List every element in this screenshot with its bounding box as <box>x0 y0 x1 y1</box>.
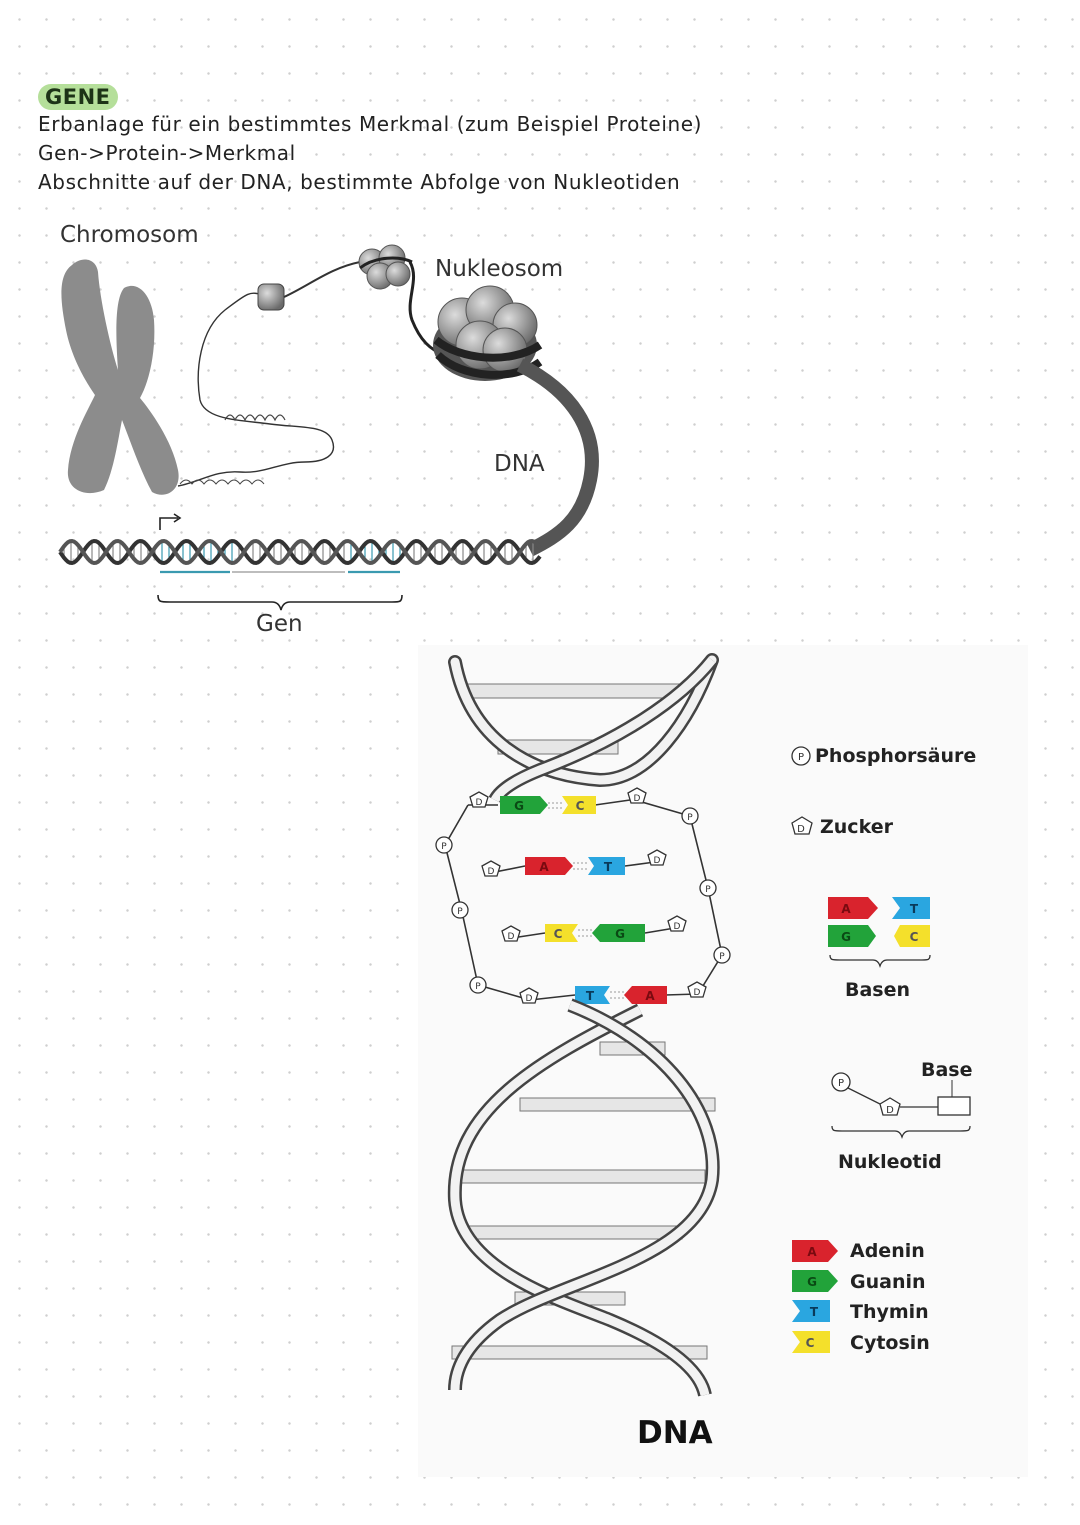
nucleosome-label: Nukleosom <box>435 256 563 282</box>
phosphate-icon <box>791 746 811 766</box>
svg-text:Guanin: Guanin <box>850 1271 926 1293</box>
svg-text:D: D <box>488 867 495 877</box>
small-nucleosome <box>257 283 285 311</box>
svg-text:T: T <box>586 989 595 1003</box>
dna-label: DNA <box>494 451 545 477</box>
svg-text:G: G <box>615 927 625 941</box>
dna-structure-figure: G C A T C G T A <box>418 645 1028 1477</box>
chromosome-diagram: Chromosom Nukleosom <box>58 222 599 637</box>
sugar-icon <box>791 816 813 835</box>
svg-text:T: T <box>604 860 613 874</box>
svg-text:P: P <box>838 1078 844 1089</box>
svg-text:Cytosin: Cytosin <box>850 1332 930 1354</box>
start-arrow <box>159 517 178 530</box>
section-tag: GENE <box>38 84 118 110</box>
dna-double-helix <box>58 538 542 566</box>
svg-text:C: C <box>806 1336 815 1350</box>
svg-text:G: G <box>807 1275 817 1289</box>
svg-text:G: G <box>841 930 851 944</box>
svg-text:D: D <box>797 824 805 835</box>
legend-base-names: A Adenin G Guanin T Thymin C Cytosin <box>792 1240 930 1354</box>
definition-line: Erbanlage für ein bestimmtes Merkmal (zu… <box>38 112 703 136</box>
svg-text:Basen: Basen <box>845 979 910 1001</box>
gene-label: Gen <box>256 611 303 637</box>
thick-dna-segment <box>516 358 599 557</box>
linker-dna <box>283 261 361 298</box>
svg-text:P: P <box>441 842 447 852</box>
helix-top <box>448 653 719 804</box>
large-nucleosome <box>433 285 543 381</box>
svg-text:D: D <box>508 932 515 942</box>
legend-sugar: D Zucker <box>791 816 894 838</box>
svg-text:D: D <box>634 794 641 804</box>
svg-text:D: D <box>526 994 533 1004</box>
dna-coil-upper <box>224 414 286 422</box>
svg-text:Phosphorsäure: Phosphorsäure <box>815 745 976 767</box>
helix-strand <box>58 538 542 566</box>
dna-thread <box>177 292 335 487</box>
svg-text:P: P <box>719 952 725 962</box>
svg-text:T: T <box>810 1305 819 1319</box>
svg-text:D: D <box>674 922 681 932</box>
svg-text:D: D <box>476 798 483 808</box>
svg-text:P: P <box>457 907 463 917</box>
svg-text:A: A <box>807 1245 817 1259</box>
description-line: Abschnitte auf der DNA, bestimmte Abfolg… <box>38 170 681 194</box>
gene-bracket <box>157 594 403 611</box>
chromosome-label: Chromosom <box>60 222 199 248</box>
flow-line: Gen->Protein->Merkmal <box>38 141 296 165</box>
dna-title: DNA <box>637 1415 713 1451</box>
svg-text:Zucker: Zucker <box>820 816 894 838</box>
dna-coil-lower <box>179 479 265 485</box>
svg-text:P: P <box>798 752 804 763</box>
svg-text:P: P <box>475 982 481 992</box>
svg-text:C: C <box>576 799 585 813</box>
svg-text:D: D <box>886 1105 894 1116</box>
svg-text:Nukleotid: Nukleotid <box>838 1151 942 1173</box>
helix-strand <box>58 538 542 566</box>
svg-text:P: P <box>705 885 711 895</box>
svg-text:Thymin: Thymin <box>850 1301 929 1323</box>
legend-bases: A T G C Basen <box>828 897 931 1001</box>
svg-text:C: C <box>554 927 563 941</box>
svg-text:C: C <box>910 930 919 944</box>
svg-text:A: A <box>841 902 851 916</box>
notes-header: GENE Erbanlage für ein bestimmtes Merkma… <box>38 84 1038 197</box>
helix-bottom <box>447 998 720 1397</box>
svg-text:G: G <box>514 799 524 813</box>
svg-text:Base: Base <box>921 1059 973 1081</box>
legend-nucleotide: Base P D Nukleotid <box>831 1059 973 1173</box>
linker-dna-2 <box>408 261 446 357</box>
svg-text:T: T <box>910 902 919 916</box>
legend-phosphate: P Phosphorsäure <box>791 745 976 767</box>
svg-text:A: A <box>539 860 549 874</box>
svg-text:A: A <box>645 989 655 1003</box>
unwound-ladder: G C A T C G T A <box>435 787 731 1004</box>
chromosome-shape <box>61 259 179 495</box>
medium-nucleosome <box>358 244 413 290</box>
svg-text:Adenin: Adenin <box>850 1240 925 1262</box>
svg-text:D: D <box>654 856 661 866</box>
svg-text:P: P <box>687 813 693 823</box>
svg-text:D: D <box>694 988 701 998</box>
